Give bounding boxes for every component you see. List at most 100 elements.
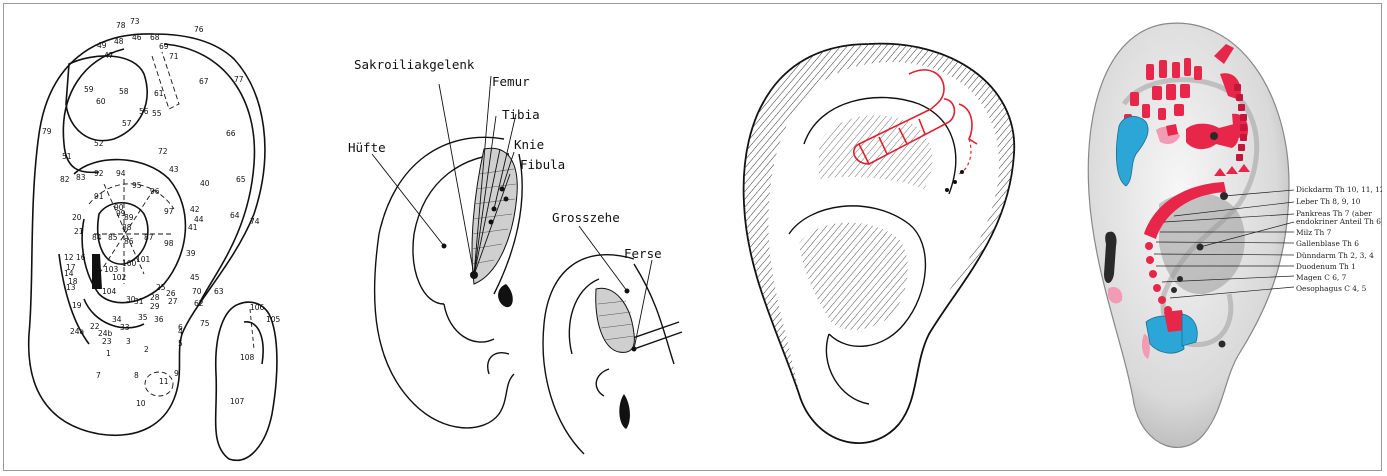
point-label: 56: [139, 107, 149, 116]
point-label: 42: [190, 205, 200, 214]
point-label: 31: [134, 297, 144, 306]
legend-pankreas-endokrin: endokriner Anteil Th 6): [1296, 217, 1382, 226]
point-label: 103: [104, 265, 119, 274]
point-label: 58: [119, 87, 129, 96]
point-label: 7: [96, 371, 101, 380]
point-label: 63: [214, 287, 224, 296]
point-label: 43: [169, 165, 179, 174]
point-label: 70: [192, 287, 202, 296]
point-label: 66: [226, 129, 236, 138]
point-label: 46: [132, 33, 142, 42]
point-label: 59: [84, 85, 94, 94]
legend-duenndarm: Dünndarm Th 2, 3, 4: [1296, 251, 1374, 260]
panel-numbered-ear-map: 78 73 76 49 48 46 68 71 69 77 67 47 59 6…: [4, 4, 304, 470]
point-label: 10: [136, 399, 146, 408]
point-label: 48: [114, 37, 124, 46]
point-label: 76: [194, 25, 204, 34]
label-tibia: Tibia: [502, 107, 540, 122]
point-label: 23: [102, 337, 112, 346]
legend-oesophagus: Oesophagus C 4, 5: [1296, 284, 1367, 293]
point-label: 86: [124, 237, 134, 246]
colored-ear-drawing: Dickdarm Th 10, 11, 12 Leber Th 8, 9, 10…: [1064, 4, 1382, 470]
label-ferse: Ferse: [624, 246, 662, 261]
numbered-ear-drawing: 78 73 76 49 48 46 68 71 69 77 67 47 59 6…: [4, 4, 304, 470]
point-label: 21: [74, 227, 84, 236]
point-label: 68: [150, 33, 160, 42]
point-label: 84: [92, 233, 102, 242]
legend-magen: Magen C 6, 7: [1296, 273, 1347, 282]
point-label: 6: [178, 323, 183, 332]
legend-leber: Leber Th 8, 9, 10: [1296, 197, 1361, 206]
point-label: 24a: [70, 327, 84, 336]
point-label: 22: [90, 322, 100, 331]
point-label: 78: [116, 21, 126, 30]
point-label: 5: [178, 339, 183, 348]
point-label: 20: [72, 213, 82, 222]
point-label: 29: [150, 302, 160, 311]
point-label: 101: [136, 255, 151, 264]
label-femur: Femur: [492, 74, 530, 89]
point-label: 64: [230, 211, 240, 220]
legend-dickdarm: Dickdarm Th 10, 11, 12: [1296, 185, 1382, 194]
point-label: 12: [64, 253, 74, 262]
point-label: 28: [150, 293, 160, 302]
point-label: 60: [96, 97, 106, 106]
point-label: 96: [150, 187, 160, 196]
point-label: 87: [144, 233, 154, 242]
point-label: 49: [97, 41, 107, 50]
point-label: 41: [188, 223, 198, 232]
hatched-ear-drawing: [719, 4, 1049, 470]
point-label: 36: [154, 315, 164, 324]
point-label: 108: [240, 353, 255, 362]
point-label: 39: [186, 249, 196, 258]
point-label: 52: [94, 139, 104, 148]
point-label: 106: [250, 303, 265, 312]
label-sakroiliakgelenk: Sakroiliakgelenk: [354, 57, 475, 72]
legend-duodenum: Duodenum Th 1: [1296, 262, 1356, 271]
point-label: 71: [169, 52, 179, 61]
point-label: 102: [112, 273, 127, 282]
point-label: 35: [138, 313, 148, 322]
point-label: 88: [122, 223, 132, 232]
point-label: 97: [164, 207, 174, 216]
point-label: 95: [132, 181, 142, 190]
organ-legend: Dickdarm Th 10, 11, 12 Leber Th 8, 9, 10…: [1296, 185, 1382, 293]
point-label: 25: [156, 283, 166, 292]
point-label: 98: [164, 239, 174, 248]
point-label: 91: [94, 192, 104, 201]
point-label: 74: [250, 217, 260, 226]
point-label: 73: [130, 17, 140, 26]
point-label: 75: [200, 319, 210, 328]
point-label: 99: [116, 209, 126, 218]
point-label: 83: [76, 173, 86, 182]
panel-colored-ear-organs: Dickdarm Th 10, 11, 12 Leber Th 8, 9, 10…: [1064, 4, 1382, 470]
point-label: 27: [168, 297, 178, 306]
point-label: 33: [120, 323, 130, 332]
point-label: 13: [66, 283, 76, 292]
point-label: 8: [134, 371, 139, 380]
point-label: 51: [62, 152, 72, 161]
point-label: 104: [102, 287, 117, 296]
point-label: 3: [126, 337, 131, 346]
point-label: 61: [154, 89, 164, 98]
label-fibula: Fibula: [520, 157, 565, 172]
point-label: 82: [60, 175, 70, 184]
point-label: 45: [190, 273, 200, 282]
legend-gallenblase: Gallenblase Th 6: [1296, 239, 1359, 248]
point-label: 55: [152, 109, 162, 118]
figure-frame: 78 73 76 49 48 46 68 71 69 77 67 47 59 6…: [3, 3, 1382, 471]
label-grosszehe: Grosszehe: [552, 210, 620, 225]
legend-milz: Milz Th 7: [1296, 228, 1332, 237]
point-label: 107: [230, 397, 245, 406]
panel-ear-spine-drawing: [719, 4, 1049, 470]
leg-projection-drawing: Sakroiliakgelenk Femur Tibia Knie Fibula…: [334, 4, 694, 470]
point-label: 77: [234, 75, 244, 84]
point-label: 44: [194, 215, 204, 224]
point-label: 100: [122, 259, 137, 268]
panel-leg-projection: Sakroiliakgelenk Femur Tibia Knie Fibula…: [334, 4, 694, 470]
point-label: 40: [200, 179, 210, 188]
point-label: 67: [199, 77, 209, 86]
point-label: 65: [236, 175, 246, 184]
point-label: 62: [194, 299, 204, 308]
label-knie: Knie: [514, 137, 544, 152]
